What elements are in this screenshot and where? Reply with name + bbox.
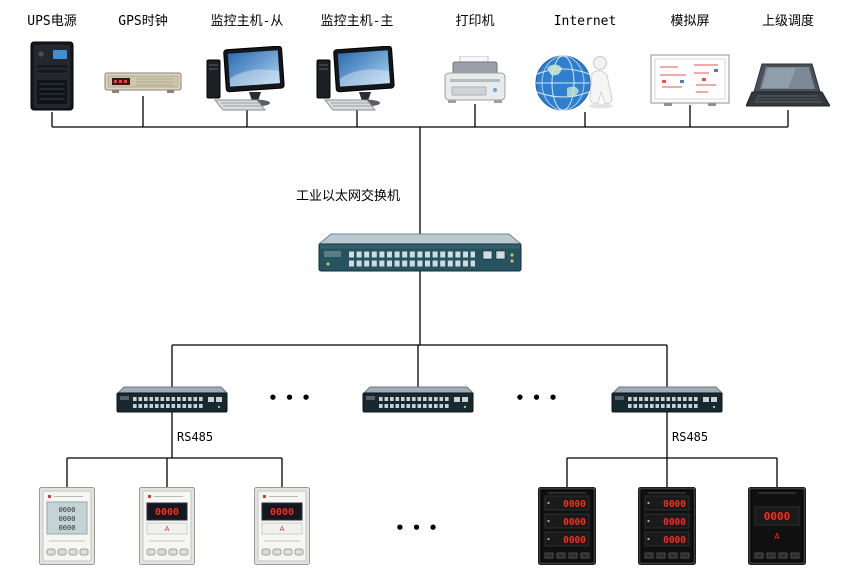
svg-text:A: A xyxy=(280,525,285,533)
ellipsis-bottom: ••• xyxy=(395,519,445,537)
ups-label: UPS电源 xyxy=(27,14,77,29)
sub-switch-left-icon xyxy=(115,385,229,415)
power-meter-black-icon: 0000 0000 0000 xyxy=(538,487,596,565)
sub-switch-right-icon xyxy=(610,385,724,415)
svg-text:0000: 0000 xyxy=(59,524,76,532)
printer-icon xyxy=(442,55,508,106)
workstation-master-icon xyxy=(315,45,399,112)
dispatch-label: 上级调度 xyxy=(761,14,814,29)
ups-icon xyxy=(27,40,77,112)
svg-text:0000: 0000 xyxy=(764,510,791,523)
sub-switch-middle-icon xyxy=(361,385,475,415)
monitor-host-master-label: 监控主机-主 xyxy=(320,14,394,29)
rs485-right-label: RS485 xyxy=(672,430,709,444)
power-meter-lcd-icon: 0000 0000 0000 xyxy=(39,487,95,565)
power-meter-led-icon: 0000 A xyxy=(254,487,310,565)
svg-text:0000: 0000 xyxy=(563,535,586,546)
ellipsis-mid-right: ••• xyxy=(515,389,565,407)
internet-label: Internet xyxy=(553,14,617,29)
workstation-slave-icon xyxy=(205,45,289,112)
laptop-icon xyxy=(745,62,831,112)
gps-clock-label: GPS时钟 xyxy=(118,14,168,29)
monitor-host-slave-label: 监控主机-从 xyxy=(210,14,284,29)
svg-text:0000: 0000 xyxy=(663,535,686,546)
svg-text:0000: 0000 xyxy=(663,499,686,510)
svg-text:0000: 0000 xyxy=(59,515,76,523)
svg-text:A: A xyxy=(165,525,170,533)
mimic-panel-icon xyxy=(650,54,730,107)
svg-text:0000: 0000 xyxy=(270,507,294,518)
printer-label: 打印机 xyxy=(455,14,495,29)
mimic-panel-label: 模拟屏 xyxy=(670,14,710,29)
power-meter-black-icon: 0000 A xyxy=(748,487,806,565)
svg-text:A: A xyxy=(774,532,780,541)
svg-text:0000: 0000 xyxy=(563,517,586,528)
internet-globe-icon xyxy=(533,50,621,114)
svg-text:0000: 0000 xyxy=(563,499,586,510)
power-meter-black-icon: 0000 0000 0000 xyxy=(638,487,696,565)
main-switch-label: 工业以太网交换机 xyxy=(295,189,400,204)
ellipsis-mid-left: ••• xyxy=(268,389,318,407)
rs485-left-label: RS485 xyxy=(177,430,214,444)
svg-text:0000: 0000 xyxy=(663,517,686,528)
power-meter-led-icon: 0000 A xyxy=(139,487,195,565)
gps-clock-icon xyxy=(104,70,182,96)
svg-text:0000: 0000 xyxy=(155,507,179,518)
svg-text:0000: 0000 xyxy=(59,506,76,514)
main-ethernet-switch-icon xyxy=(315,231,525,275)
